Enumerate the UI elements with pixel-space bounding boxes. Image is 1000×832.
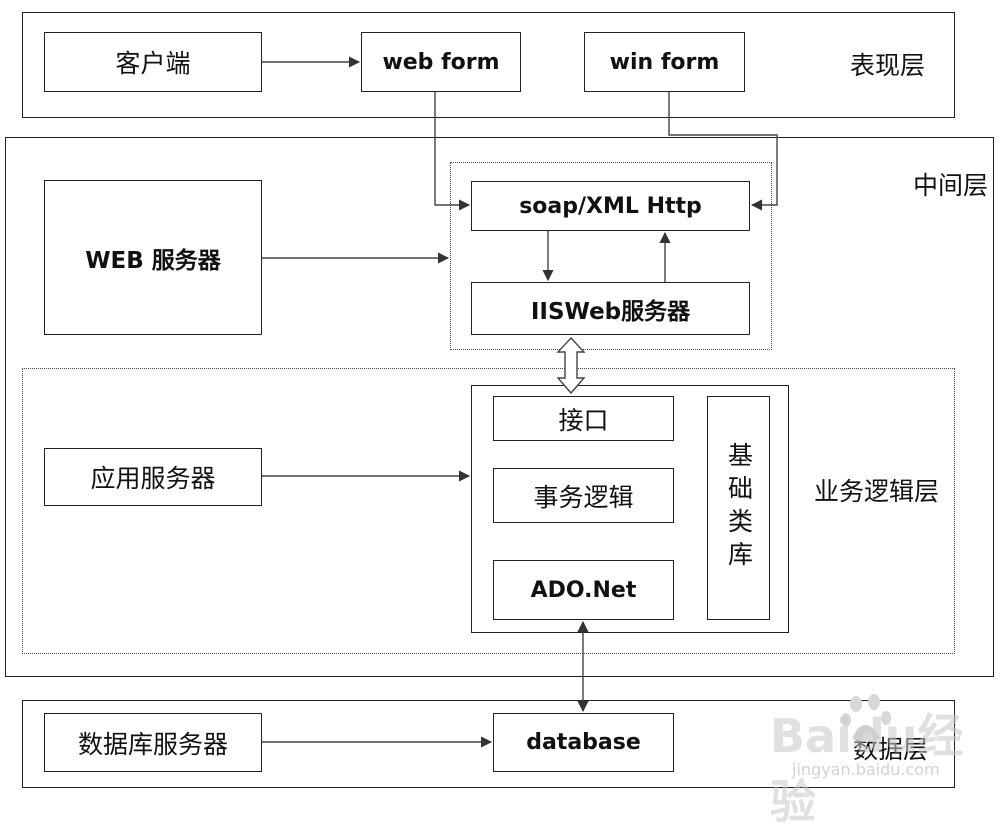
soap-xml-http-box: soap/XML Http <box>471 181 750 231</box>
architecture-diagram: 表现层 中间层 业务逻辑层 数据层 客户端 web form win form … <box>5 12 994 829</box>
connector-layer <box>262 56 778 748</box>
winform-to-soap-arrow <box>668 92 778 211</box>
business-component-container <box>471 385 789 633</box>
data-layer-panel <box>22 700 955 788</box>
watermark-url: jingyan.baidu.com <box>792 760 940 779</box>
interface-box: 接口 <box>493 396 674 441</box>
web-server-label: WEB 服务器 <box>85 247 221 274</box>
base-class-library-label: 基础类库 <box>724 442 754 574</box>
web-form-label: web form <box>382 49 500 75</box>
web-form-box: web form <box>361 32 521 92</box>
business-logic-box: 事务逻辑 <box>493 468 674 523</box>
business-logic-label: 事务逻辑 <box>533 482 634 512</box>
client-box: 客户端 <box>44 32 262 92</box>
interface-label: 接口 <box>558 405 609 435</box>
middle-tier-group <box>450 162 772 350</box>
middle-layer-panel <box>5 137 994 677</box>
web-server-box: WEB 服务器 <box>44 180 262 335</box>
database-box: database <box>493 713 674 772</box>
webform-to-soap-arrow <box>434 92 471 211</box>
db-server-label: 数据库服务器 <box>77 729 228 759</box>
soap-xml-http-label: soap/XML Http <box>519 193 702 219</box>
presentation-layer-panel <box>22 12 955 118</box>
iis-business-hollow-double-arrow <box>556 336 586 395</box>
win-form-label: win form <box>609 49 720 75</box>
business-layer-label: 业务逻辑层 <box>814 477 940 506</box>
base-class-library-box: 基础类库 <box>707 396 770 620</box>
ado-net-box: ADO.Net <box>493 560 674 620</box>
app-server-label: 应用服务器 <box>90 464 216 493</box>
win-form-box: win form <box>584 32 745 92</box>
business-layer-group <box>22 368 955 654</box>
iis-web-server-box: IISWeb服务器 <box>471 282 750 335</box>
db-server-box: 数据库服务器 <box>44 713 262 772</box>
iis-web-server-label: IISWeb服务器 <box>530 298 691 325</box>
app-server-box: 应用服务器 <box>44 448 262 506</box>
client-label: 客户端 <box>115 49 191 78</box>
presentation-layer-label: 表现层 <box>850 51 926 80</box>
paw-logo-icon <box>841 694 891 742</box>
database-label: database <box>526 730 641 755</box>
middle-layer-label: 中间层 <box>913 171 989 200</box>
ado-net-label: ADO.Net <box>530 577 637 603</box>
